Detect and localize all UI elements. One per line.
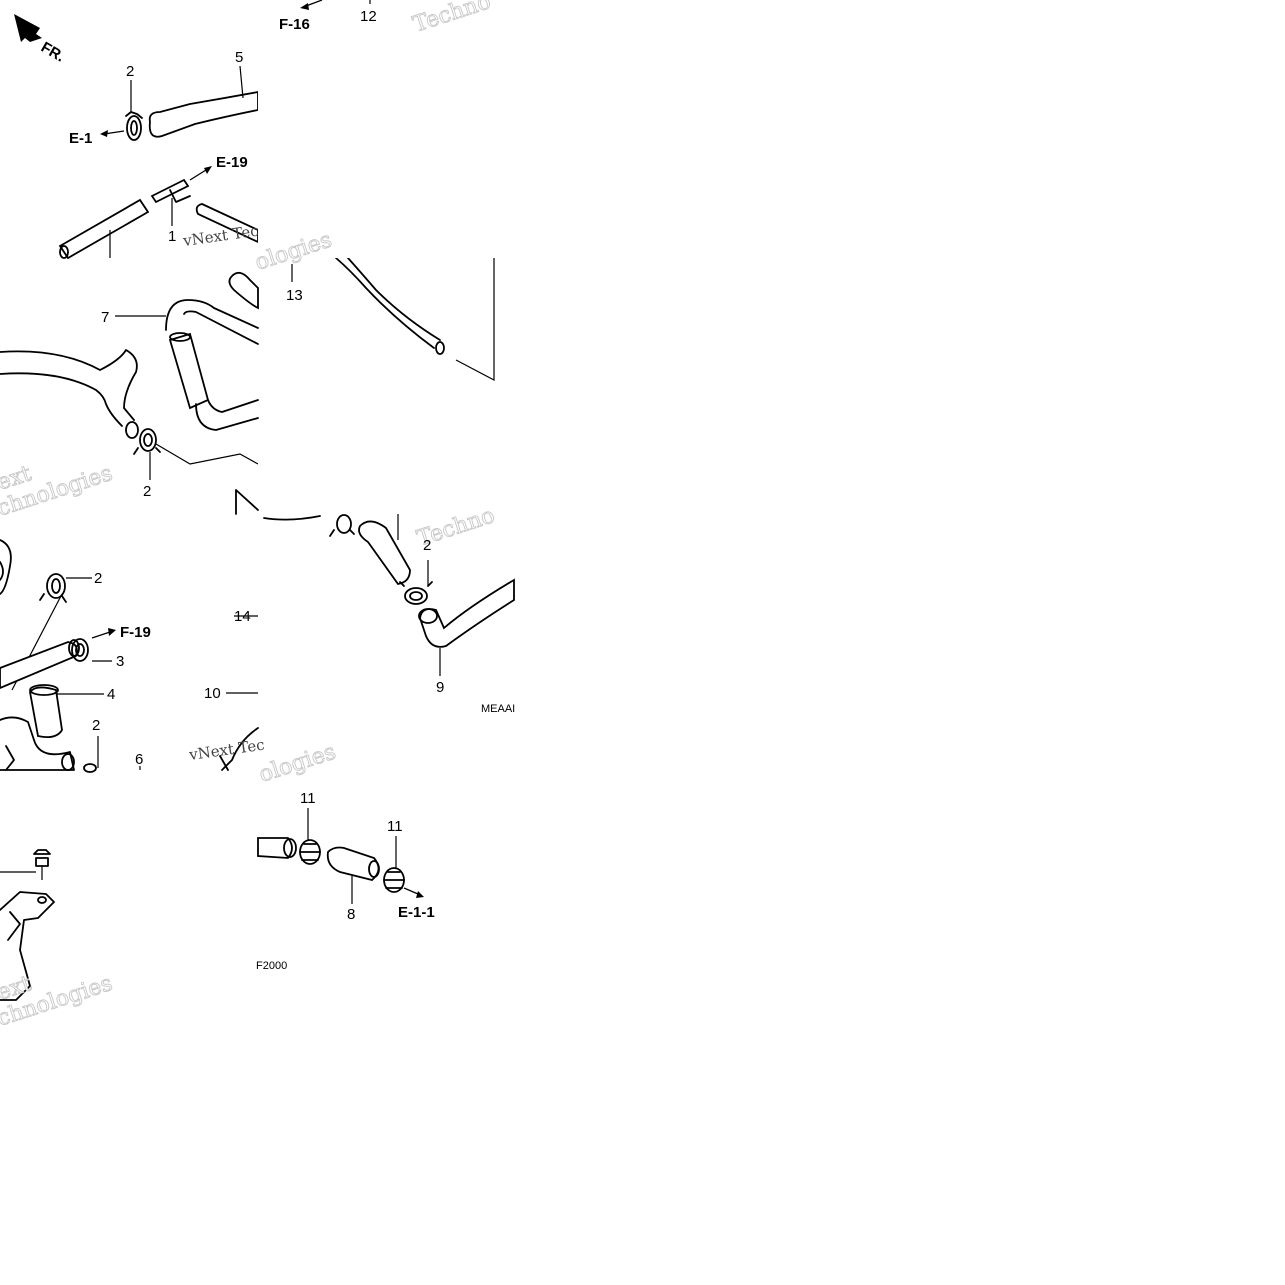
ref-f-16: F-16 [279, 16, 310, 33]
callout-2: 2 [423, 537, 431, 554]
watermark-vnext-3: vNext Tec [187, 736, 266, 765]
callout-11: 11 [387, 818, 403, 835]
callout-12: 12 [360, 8, 377, 25]
hose-9 [419, 578, 515, 648]
ref-e-1-1: E-1-1 [398, 904, 435, 921]
clamp-2 [126, 115, 142, 141]
ref-e-19: E-19 [216, 154, 248, 171]
watermark-ologies-3: ologies [256, 740, 339, 788]
panel-e [263, 514, 515, 676]
callout-2: 2 [126, 63, 134, 80]
callout-14: 14 [234, 608, 251, 625]
callout-10: 10 [204, 685, 221, 702]
ref-f-19: F-19 [120, 624, 151, 641]
clamp-3 [71, 638, 89, 662]
panel-c [291, 257, 495, 381]
hose-left [58, 198, 150, 260]
panel-f [0, 849, 55, 1001]
callout-3: 3 [116, 653, 124, 670]
valve-4 [29, 686, 63, 739]
callout-5: 5 [235, 49, 243, 66]
callout-13: 13 [286, 287, 303, 304]
orientation-label: FR. [38, 39, 67, 66]
hose-right [195, 203, 259, 244]
hose-7 [168, 332, 210, 410]
diagram-code-f2000: F2000 [256, 960, 287, 972]
callout-11: 11 [300, 790, 316, 807]
ref-e-1: E-1 [69, 130, 92, 147]
callout-7: 7 [101, 309, 109, 326]
watermark-vnext-1: vNext Tec [181, 222, 260, 251]
hose-5 [148, 90, 259, 138]
clamp-2c [46, 573, 66, 599]
panel-top-right [300, 0, 371, 10]
callout-4: 4 [107, 686, 115, 703]
hose-upper-e [358, 520, 411, 585]
panel-d [0, 539, 259, 773]
callout-8: 8 [347, 906, 355, 923]
clamp-2e [404, 587, 428, 605]
callout-9: 9 [436, 679, 444, 696]
diagram-code-meaai: MEAAI [481, 703, 515, 715]
hose-end [125, 421, 139, 439]
panel-g [257, 808, 424, 904]
panel-b [0, 271, 259, 515]
callout-6: 6 [135, 751, 143, 768]
hose-13-end [435, 341, 445, 355]
callout-1: 1 [168, 228, 176, 245]
clamp-2b [139, 428, 157, 452]
front-direction-arrow-icon [14, 14, 42, 42]
callout-2: 2 [94, 570, 102, 587]
callout-2: 2 [143, 483, 151, 500]
panel-a [58, 65, 259, 260]
callout-2: 2 [92, 717, 100, 734]
